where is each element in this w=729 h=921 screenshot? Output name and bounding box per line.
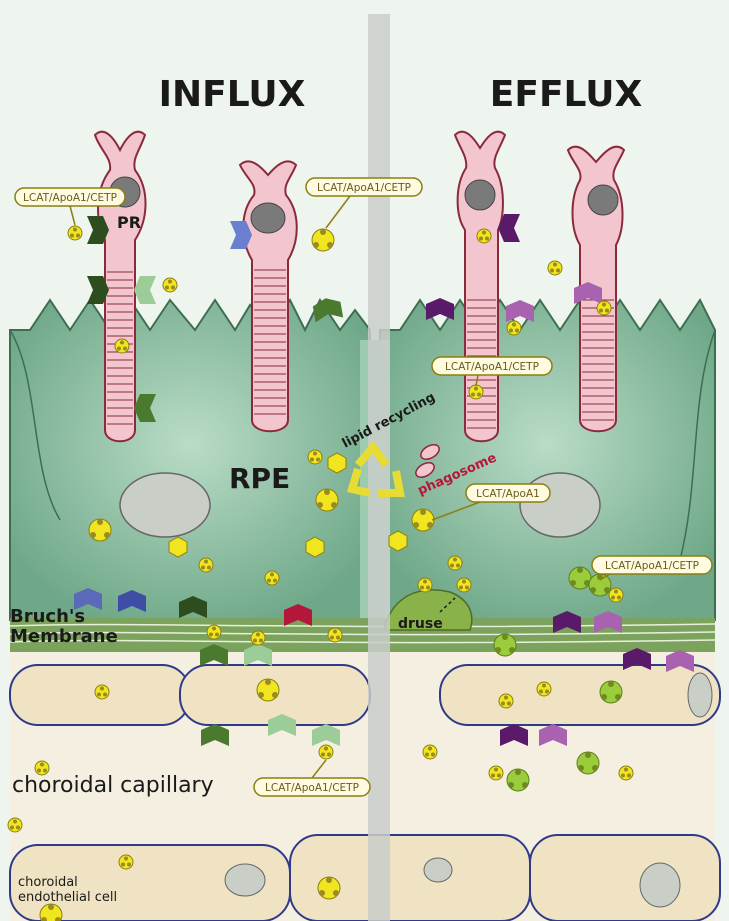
enzyme-box-right-lcat: LCAT/ApoA1: [431, 483, 551, 521]
photoreceptor-1: [93, 130, 147, 443]
membrane-label: Membrane: [10, 626, 118, 647]
rpe-label: RPE: [229, 462, 290, 495]
rpe-nucleus-left: [119, 472, 211, 538]
enzyme-box-right-mid: LCAT/ApoA1/CETP: [431, 356, 553, 387]
svg-text:LCAT/ApoA1/CETP: LCAT/ApoA1/CETP: [265, 782, 359, 794]
svg-text:LCAT/ApoA1/CETP: LCAT/ApoA1/CETP: [23, 192, 117, 204]
recycle-icon: [346, 440, 405, 497]
enzyme-box-bottom-center: LCAT/ApoA1/CETP: [253, 759, 371, 797]
endothelial-cell-label: endothelial cell: [18, 890, 117, 905]
influx-efflux-divider: [368, 14, 390, 921]
svg-text:LCAT/ApoA1/CETP: LCAT/ApoA1/CETP: [445, 361, 539, 373]
enzyme-box-left-top: LCAT/ApoA1/CETP: [14, 187, 126, 226]
influx-title: INFLUX: [159, 74, 306, 115]
photoreceptor-2: [238, 160, 298, 433]
druse-label: druse: [398, 616, 443, 632]
svg-text:LCAT/ApoA1/CETP: LCAT/ApoA1/CETP: [605, 560, 699, 572]
efflux-title: EFFLUX: [490, 74, 643, 115]
enzyme-box-right-lower: LCAT/ApoA1/CETP: [591, 555, 713, 581]
phagosome-shapes: [415, 444, 440, 478]
druse-deposit: [384, 589, 473, 631]
bruchs-label: Bruch's: [10, 606, 85, 627]
pr-label: PR: [117, 213, 141, 232]
choroidal-label: choroidal: [18, 875, 78, 890]
choroidal-capillary-label: choroidal capillary: [12, 773, 214, 798]
svg-text:LCAT/ApoA1: LCAT/ApoA1: [476, 488, 540, 500]
rpe-nucleus-right: [519, 472, 601, 538]
svg-text:LCAT/ApoA1/CETP: LCAT/ApoA1/CETP: [317, 182, 411, 194]
enzyme-box-left-mid: LCAT/ApoA1/CETP: [305, 177, 423, 229]
